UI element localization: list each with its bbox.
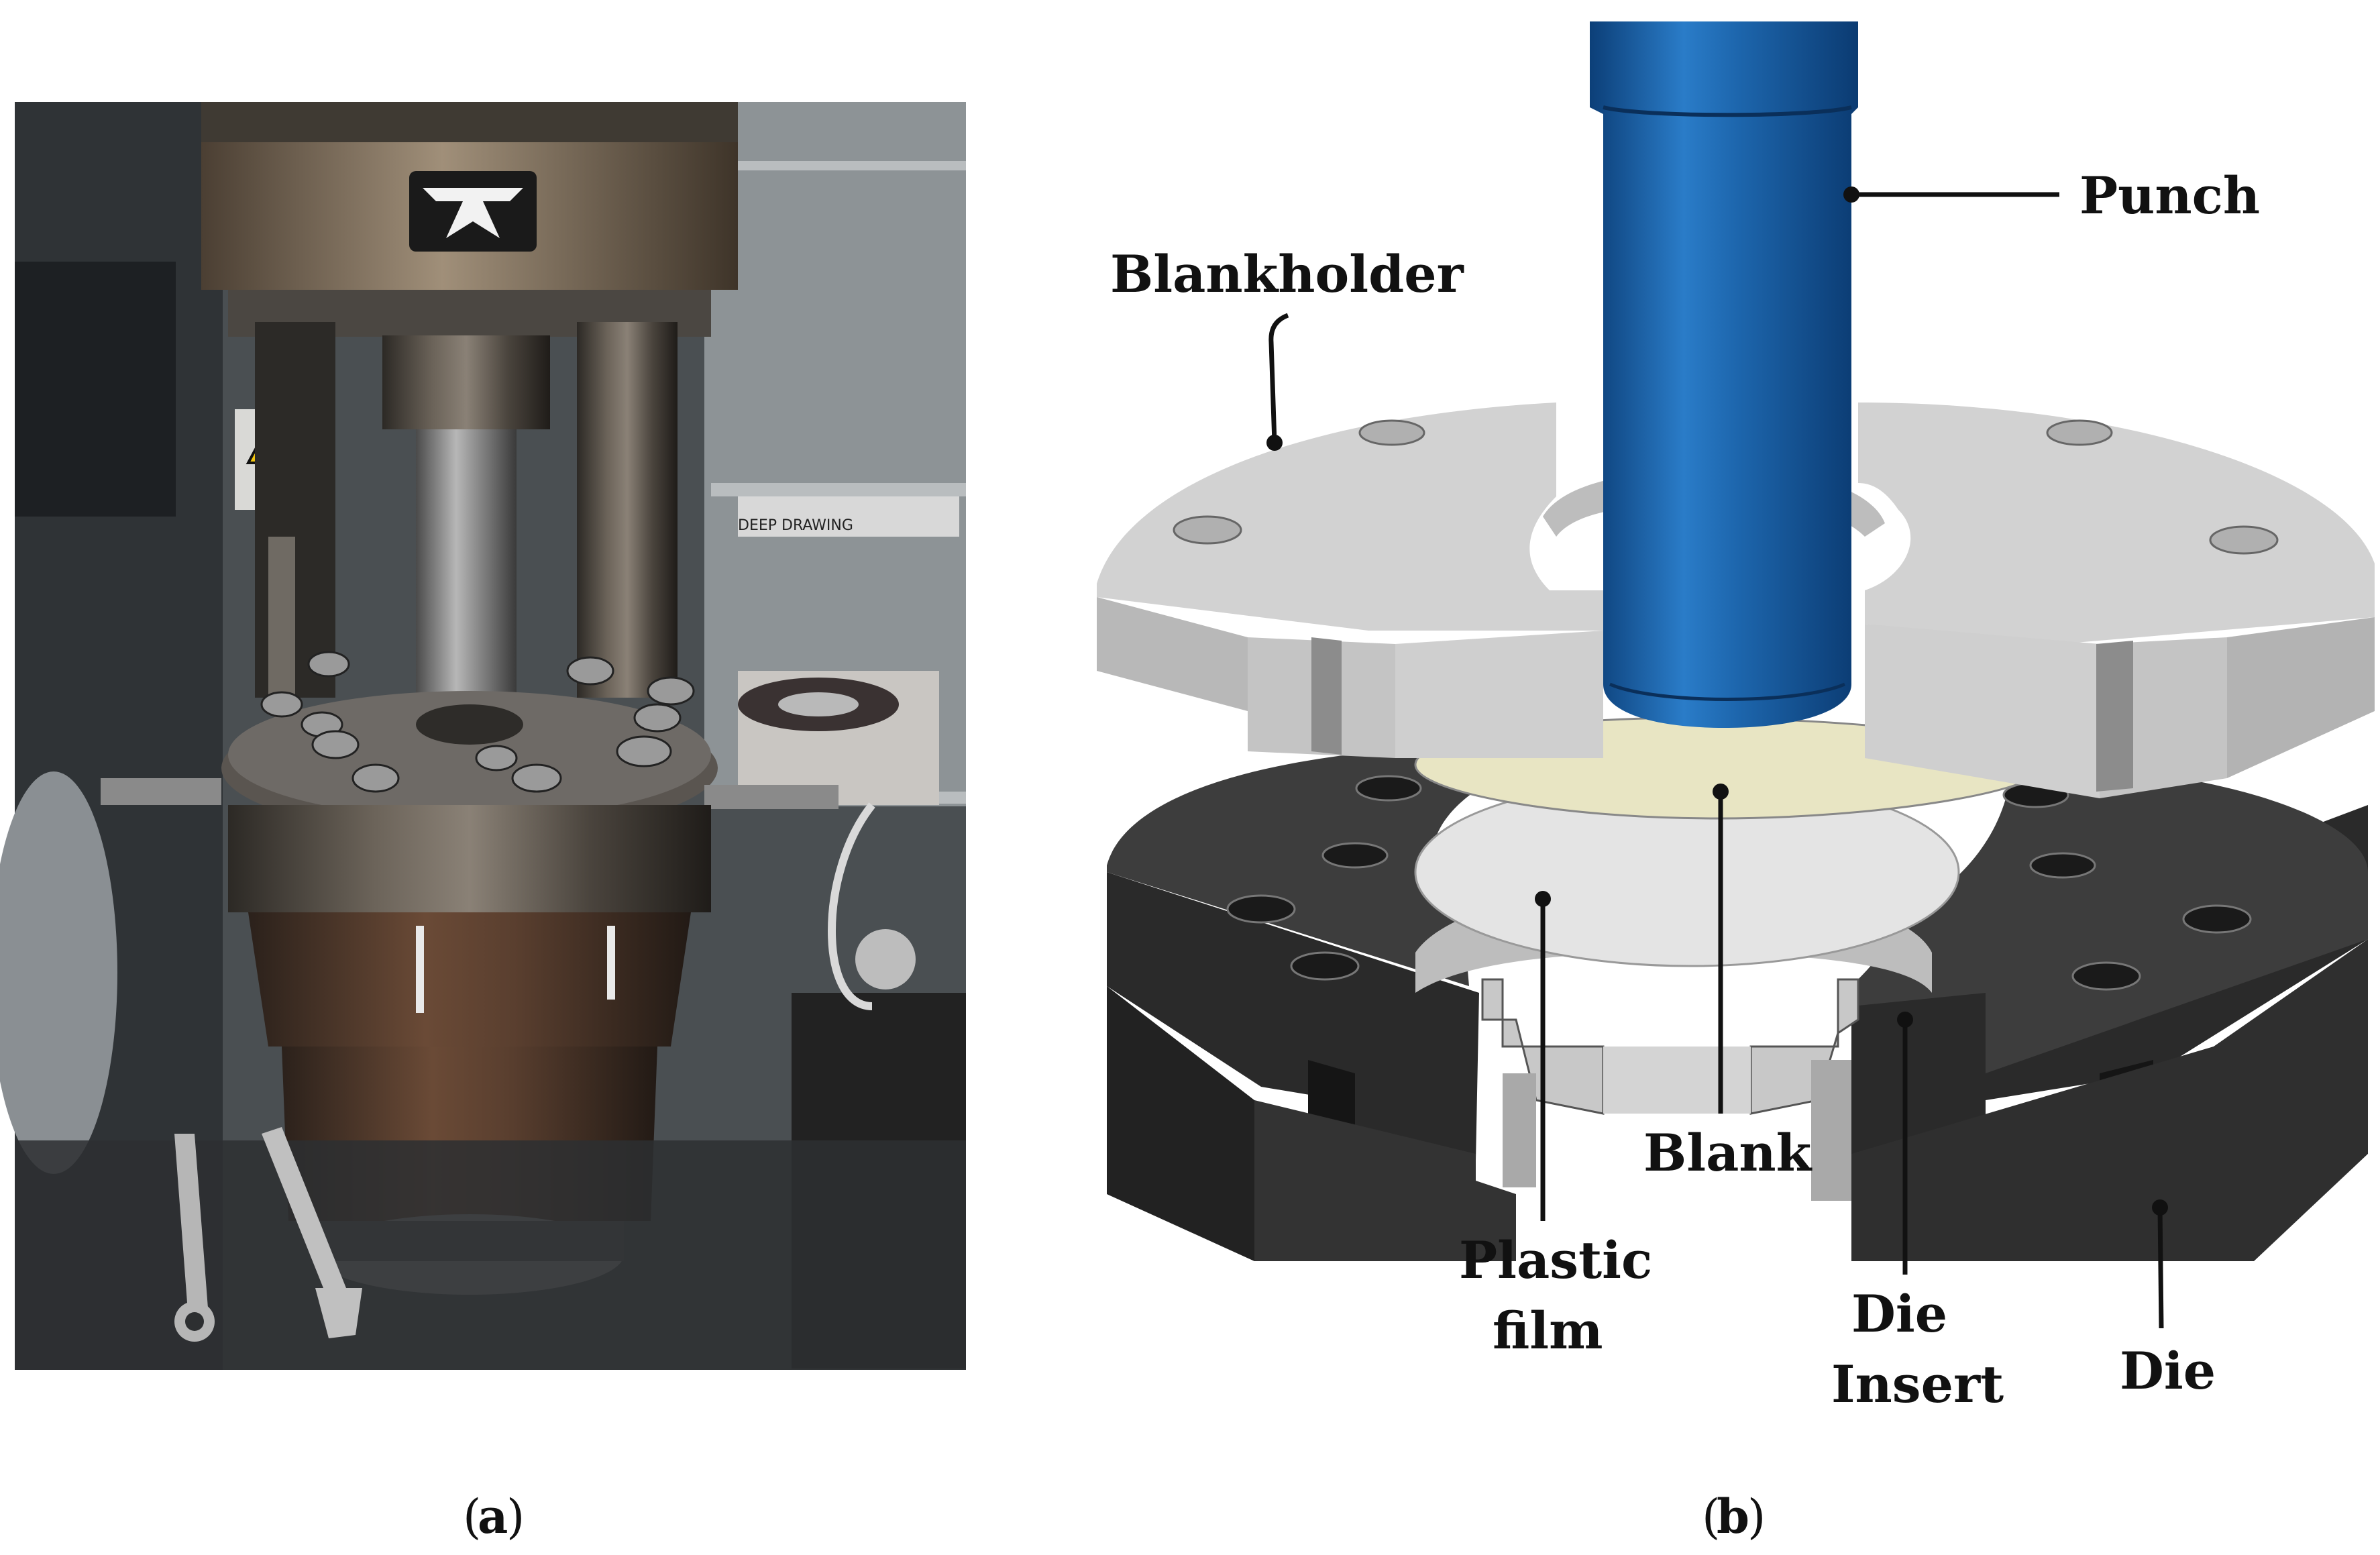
caption-b-letter: b xyxy=(1717,1489,1749,1544)
die-insert-label-line1: Die xyxy=(1851,1284,1947,1344)
shelf-label: DEEP DRAWING xyxy=(738,517,853,534)
caption-a-close: ) xyxy=(506,1489,525,1544)
tooling-schematic: Punch Blankholder Blank Plastic film Die… xyxy=(1097,21,2375,1414)
plastic-film-label-line2: film xyxy=(1493,1301,1603,1360)
leader-lines xyxy=(1266,186,2168,1329)
blankholder-label: Blankholder xyxy=(1110,244,1464,304)
blank-label: Blank xyxy=(1643,1123,1813,1183)
caption-b-open: ( xyxy=(1702,1489,1720,1544)
punch xyxy=(1590,21,1858,728)
plastic-film-label-line1: Plastic xyxy=(1459,1230,1652,1290)
caption-b-close: ) xyxy=(1747,1489,1766,1544)
caption-a-open: ( xyxy=(463,1489,481,1544)
die-label: Die xyxy=(2120,1341,2216,1401)
caption-a-letter: a xyxy=(478,1489,508,1544)
punch-label: Punch xyxy=(2079,166,2260,225)
blankholder xyxy=(1097,403,2375,798)
die xyxy=(1107,745,2368,1261)
punch-rod xyxy=(416,429,517,738)
press-photo: DEEP DRAWING xyxy=(0,102,966,1370)
die-insert-label-line2: Insert xyxy=(1831,1354,2004,1414)
